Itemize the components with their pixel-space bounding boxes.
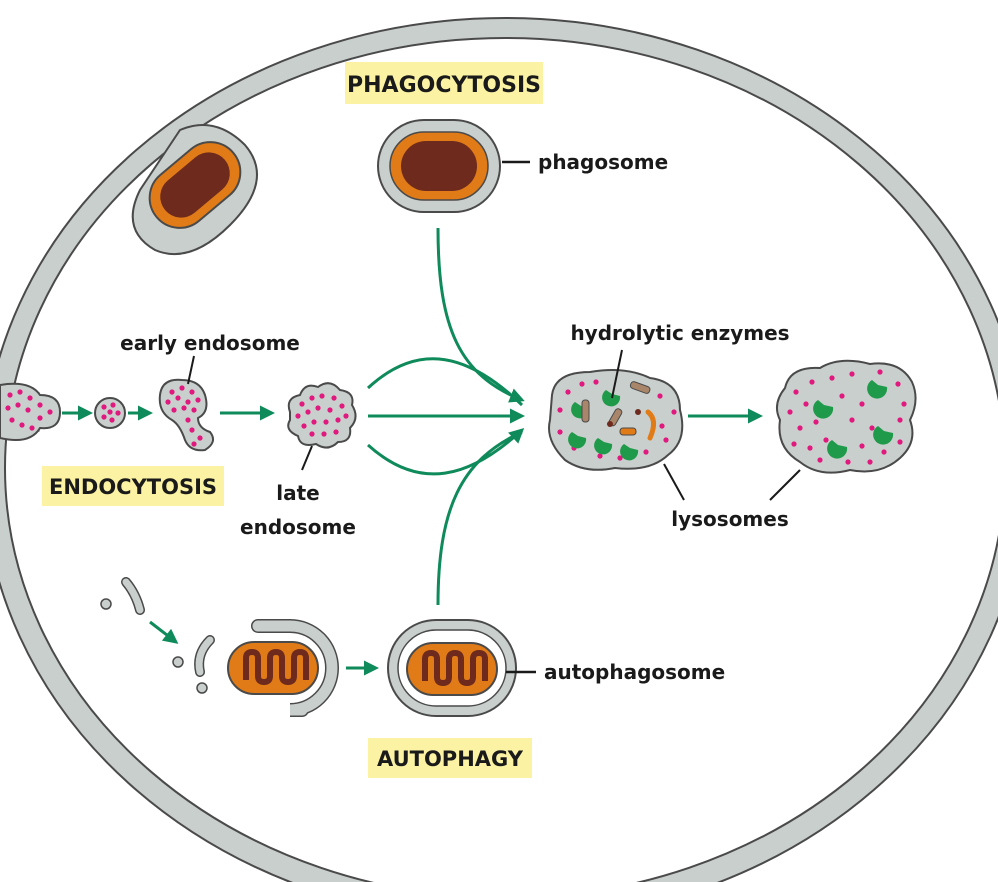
lysosome-enzymes (813, 380, 894, 459)
pathway-arrows (366, 227, 763, 606)
phagosome-label: phagosome (538, 150, 668, 174)
late-endosome (287, 382, 357, 449)
lysosomes-label: lysosomes (671, 507, 789, 531)
phagocytosis-label: PHAGOCYTOSIS (347, 73, 541, 98)
phagosome (377, 119, 530, 213)
cargo-dots-bud (5, 389, 53, 431)
phagocytosis-label-box: PHAGOCYTOSIS (345, 62, 543, 104)
endocytosis-pathway (0, 355, 357, 471)
endocytosis-label: ENDOCYTOSIS (49, 475, 217, 499)
autophagosome (387, 619, 517, 717)
autophagy-pathway (100, 577, 536, 717)
early-endosome (158, 378, 215, 452)
late-endosome-label-line2: endosome (240, 515, 356, 539)
early-endosome-label: early endosome (120, 331, 300, 355)
autophagy-label: AUTOPHAGY (377, 747, 524, 771)
lysosome-secondary (769, 359, 917, 501)
late-endosome-label-line1: late (276, 481, 319, 505)
mitochondrion (227, 641, 319, 695)
endocytosis-label-box: ENDOCYTOSIS (42, 466, 224, 506)
autophagy-label-box: AUTOPHAGY (368, 738, 532, 778)
hydrolytic-enzymes-label: hydrolytic enzymes (570, 321, 789, 345)
lysosome-primary (548, 349, 685, 501)
autophagosome-label: autophagosome (544, 660, 725, 684)
engulfing-bacterium (131, 124, 258, 256)
